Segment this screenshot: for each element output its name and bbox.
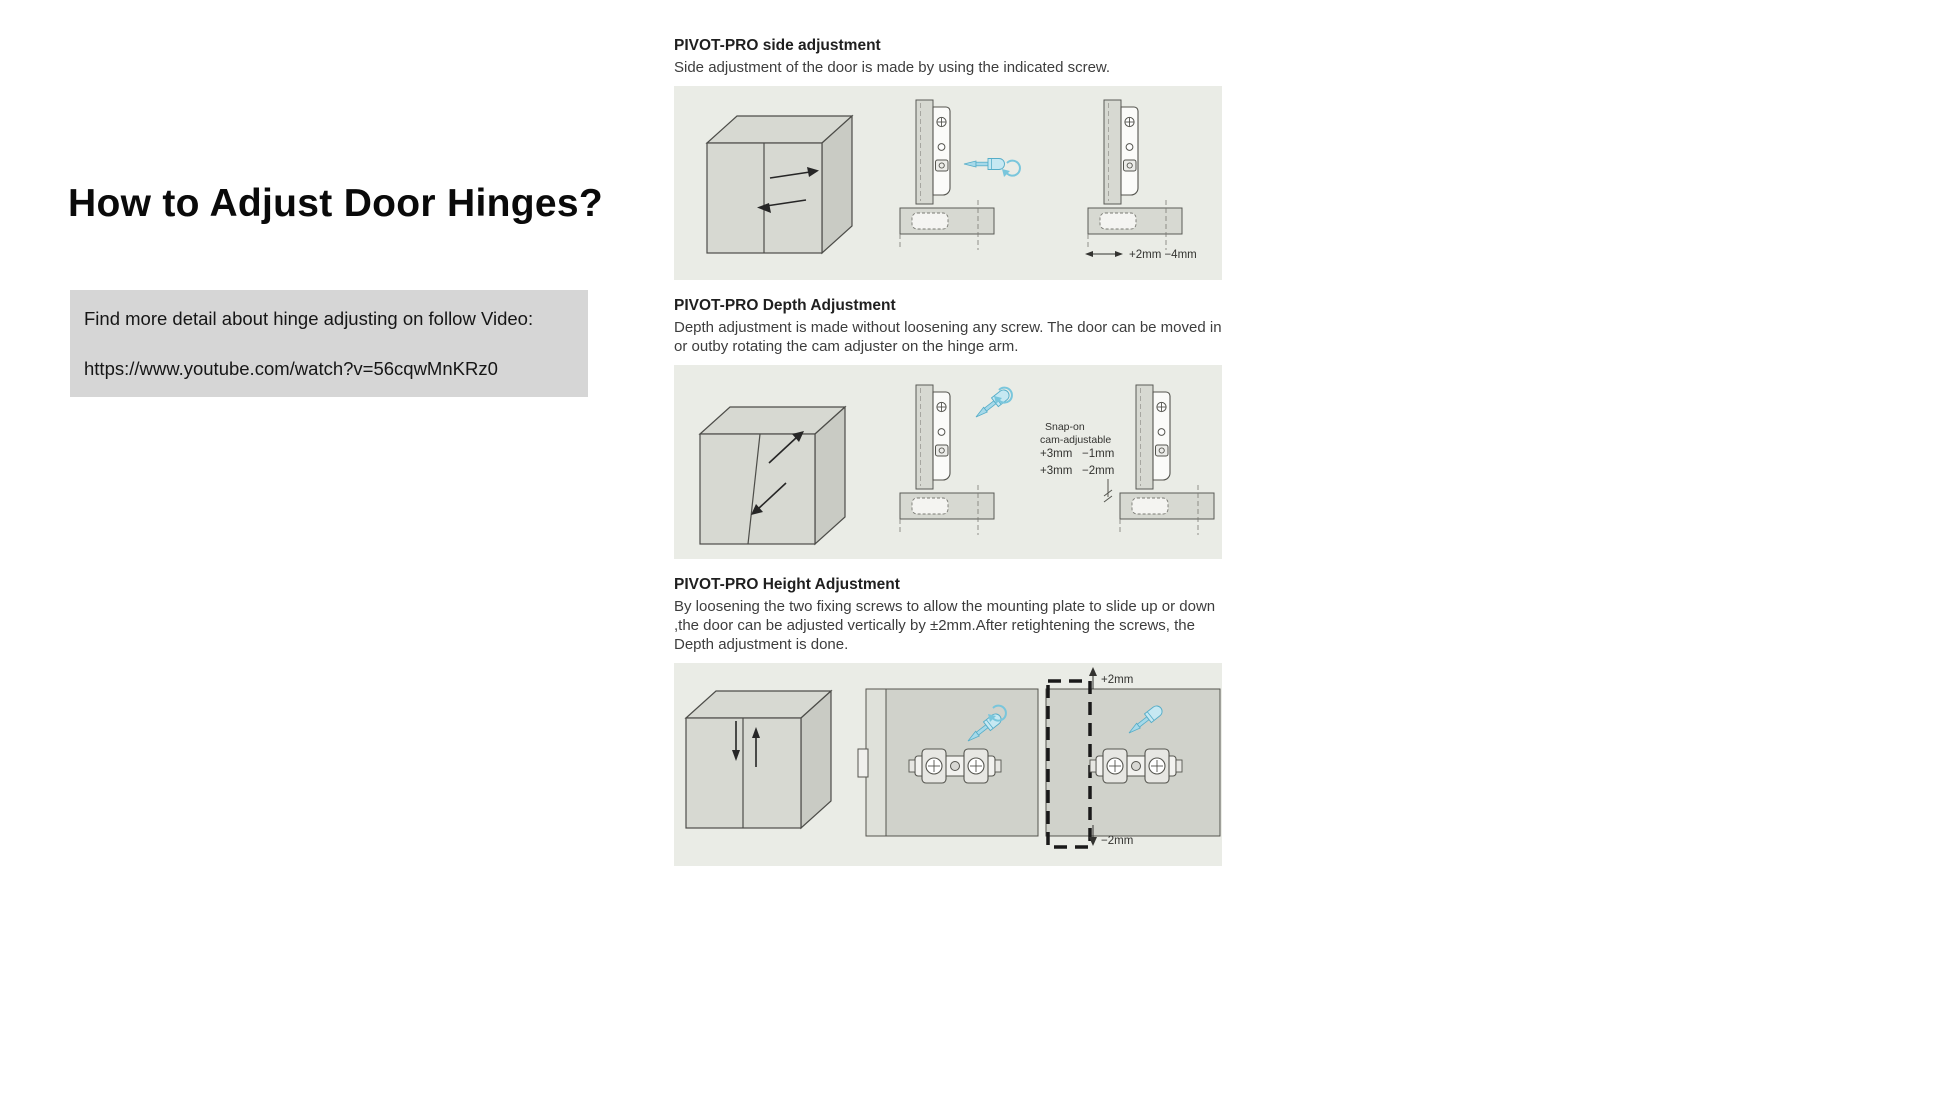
adjustment-range-label: +2mm −4mm — [1129, 249, 1197, 261]
door-split-line — [747, 433, 761, 545]
video-note-text: Find more detail about hinge adjusting o… — [84, 308, 534, 329]
depth-adjust-arrows — [751, 431, 804, 515]
hinge-cross-section-right — [1087, 99, 1183, 251]
snap-on-label: Snap-on — [1045, 421, 1085, 433]
instructions-column: PIVOT-PRO side adjustment Side adjustmen… — [674, 36, 1226, 866]
depth-adjustment-diagram: Snap-on cam-adjustable +3mm −1mm +3mm −2… — [674, 365, 1222, 559]
section-heading: PIVOT-PRO Height Adjustment — [674, 576, 900, 593]
height-adjustment-diagram: +2mm −2mm — [674, 663, 1222, 866]
screwdriver-icon — [972, 387, 1012, 422]
cabinet-illustration — [699, 406, 846, 545]
slide-range-frame — [1046, 679, 1092, 849]
cam-adjustable-label: cam-adjustable — [1040, 434, 1111, 446]
section-body: Depth adjustment is made without looseni… — [674, 319, 1222, 355]
range-dimension — [1085, 251, 1123, 257]
section-side-adjustment: PIVOT-PRO side adjustment Side adjustmen… — [674, 36, 1226, 280]
hinge-cross-section-left — [899, 384, 995, 536]
depth-range-minus-1: −1mm — [1082, 448, 1114, 460]
dimension-connector — [1103, 479, 1113, 503]
section-depth-adjustment: PIVOT-PRO Depth Adjustment Depth adjustm… — [674, 296, 1226, 559]
depth-range-minus-2: −2mm — [1082, 465, 1114, 477]
cabinet-illustration — [706, 115, 853, 254]
side-adjust-arrows — [757, 167, 819, 213]
down-dimension — [1089, 825, 1097, 846]
video-note-box: Find more detail about hinge adjusting o… — [70, 290, 588, 397]
section-heading: PIVOT-PRO Depth Adjustment — [674, 297, 896, 314]
page-title: How to Adjust Door Hinges? — [68, 182, 603, 225]
depth-range-plus-1: +3mm — [1040, 448, 1072, 460]
cabinet-illustration — [685, 690, 832, 829]
side-adjustment-diagram: +2mm −4mm — [674, 86, 1222, 280]
height-adjust-arrows — [732, 721, 760, 767]
height-up-label: +2mm — [1101, 674, 1133, 686]
hinge-cross-section-right — [1119, 384, 1215, 536]
section-height-adjustment: PIVOT-PRO Height Adjustment By loosening… — [674, 575, 1226, 866]
section-body: By loosening the two fixing screws to al… — [674, 598, 1216, 653]
section-body: Side adjustment of the door is made by u… — [674, 59, 1111, 76]
height-down-label: −2mm — [1101, 835, 1133, 847]
video-url-link[interactable]: https://www.youtube.com/watch?v=56cqwMnK… — [84, 358, 498, 379]
screwdriver-icon — [963, 158, 1005, 170]
section-heading: PIVOT-PRO side adjustment — [674, 37, 881, 54]
hinge-cross-section-left — [899, 99, 995, 251]
depth-range-plus-2: +3mm — [1040, 465, 1072, 477]
up-dimension — [1089, 667, 1097, 689]
